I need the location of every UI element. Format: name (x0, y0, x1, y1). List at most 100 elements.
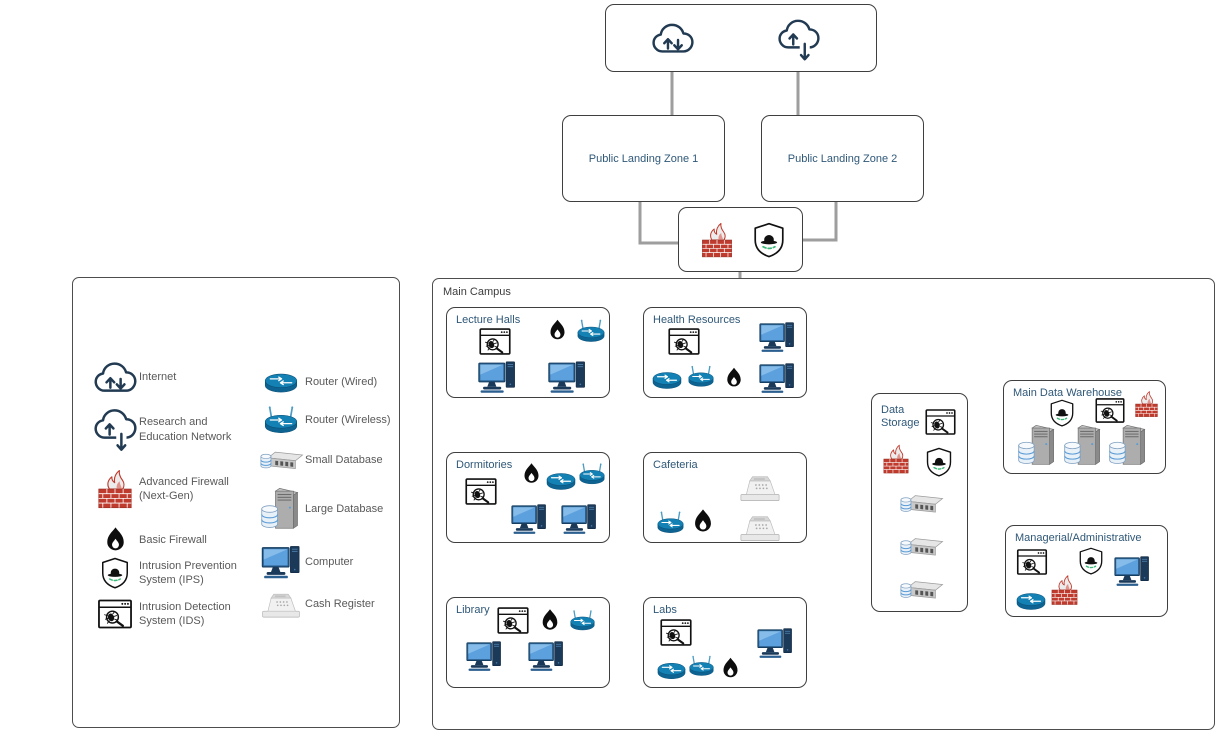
ips-shield-icon (91, 555, 139, 591)
legend-item-cash-register: Cash Register (257, 589, 375, 619)
router-wireless-icon[interactable] (687, 362, 715, 391)
ids-window-icon[interactable] (666, 327, 702, 356)
advanced-firewall-icon (91, 462, 139, 516)
node-library[interactable]: Library (446, 597, 610, 688)
ips-shield-icon[interactable] (924, 446, 954, 478)
legend-item-small-database: Small Database (257, 448, 383, 472)
node-main-data-warehouse[interactable]: Main Data Warehouse (1003, 380, 1166, 474)
legend-item-research-network: Research and Education Network (91, 402, 259, 457)
computer-icon (257, 544, 305, 580)
computer-icon[interactable] (560, 503, 598, 535)
node-title: Cafeteria (653, 459, 698, 471)
advanced-firewall-icon[interactable] (1133, 384, 1160, 424)
legend-panel[interactable]: Internet Research and Education Network … (72, 277, 400, 728)
node-external-networks[interactable] (605, 4, 877, 72)
ids-window-icon[interactable] (495, 606, 531, 635)
small-database-icon (257, 448, 305, 472)
legend-item-ids: Intrusion Detection System (IDS) (91, 598, 259, 630)
node-title: Lecture Halls (456, 314, 521, 326)
computer-icon[interactable] (510, 503, 548, 535)
ids-window-icon[interactable] (1093, 397, 1127, 424)
ips-shield-icon[interactable] (751, 221, 787, 259)
node-data-storage[interactable]: Data Storage (871, 393, 968, 612)
node-managerial-administrative[interactable]: Managerial/Administrative (1005, 525, 1168, 617)
research-education-cloud-icon[interactable] (776, 13, 822, 66)
small-database-icon[interactable] (898, 578, 944, 601)
node-public-landing-zone-2[interactable]: Public Landing Zone 2 (761, 115, 924, 202)
ids-window-icon[interactable] (463, 477, 499, 506)
node-public-landing-zone-1[interactable]: Public Landing Zone 1 (562, 115, 725, 202)
router-wireless-icon (257, 403, 305, 437)
node-title: Public Landing Zone 2 (787, 152, 898, 165)
ips-shield-icon[interactable] (1077, 546, 1105, 576)
router-wireless-icon[interactable] (688, 652, 715, 680)
legend-item-computer: Computer (257, 544, 353, 580)
computer-icon[interactable] (758, 362, 796, 394)
ids-window-icon[interactable] (477, 327, 513, 356)
node-title: Data Storage (881, 404, 920, 430)
computer-icon[interactable] (465, 640, 503, 672)
router-wireless-icon[interactable] (656, 508, 685, 537)
advanced-firewall-icon[interactable] (699, 216, 735, 264)
basic-firewall-icon[interactable] (538, 606, 562, 635)
node-title: Labs (653, 604, 677, 616)
legend-item-router-wired: Router (Wired) (257, 370, 377, 395)
legend-item-internet: Internet (91, 357, 176, 398)
ids-window-icon[interactable] (658, 618, 694, 647)
cash-register-icon[interactable] (738, 472, 782, 502)
router-wired-icon[interactable] (656, 660, 687, 681)
router-wireless-icon[interactable] (576, 317, 606, 345)
cash-register-icon[interactable] (738, 512, 782, 542)
computer-icon[interactable] (547, 360, 587, 394)
large-database-icon[interactable] (1062, 422, 1105, 469)
advanced-firewall-icon[interactable] (881, 438, 911, 480)
computer-icon[interactable] (477, 360, 517, 394)
main-campus-title: Main Campus (443, 286, 511, 298)
legend-item-large-database: Large Database (257, 485, 383, 533)
internet-cloud-icon (91, 357, 139, 398)
basic-firewall-icon[interactable] (546, 316, 569, 345)
cash-register-icon (257, 589, 305, 619)
legend-item-basic-firewall: Basic Firewall (91, 523, 207, 557)
basic-firewall-icon[interactable] (690, 505, 716, 538)
internet-cloud-icon[interactable] (650, 18, 696, 59)
basic-firewall-icon[interactable] (723, 364, 745, 392)
computer-icon[interactable] (1113, 555, 1151, 587)
ids-window-icon[interactable] (923, 408, 958, 436)
ids-window-icon[interactable] (1014, 548, 1050, 576)
computer-icon[interactable] (756, 627, 794, 659)
node-health-resources[interactable]: Health Resources (643, 307, 807, 398)
node-lecture-halls[interactable]: Lecture Halls (446, 307, 610, 398)
small-database-icon[interactable] (898, 535, 944, 558)
node-perimeter-security[interactable] (678, 207, 803, 272)
basic-firewall-icon[interactable] (719, 654, 742, 683)
computer-icon[interactable] (758, 321, 796, 353)
router-wired-icon[interactable] (651, 369, 683, 391)
node-title: Main Data Warehouse (1013, 387, 1123, 399)
router-wired-icon[interactable] (1015, 590, 1047, 612)
legend-item-advanced-firewall: Advanced Firewall (Next-Gen) (91, 462, 259, 516)
router-wired-icon (257, 370, 305, 395)
node-labs[interactable]: Labs (643, 597, 807, 688)
router-wireless-icon[interactable] (578, 459, 606, 489)
router-wired-icon[interactable] (545, 470, 577, 492)
node-title: Health Resources (653, 314, 741, 326)
node-title: Library (456, 604, 490, 616)
node-dormitories[interactable]: Dormitories (446, 452, 610, 543)
advanced-firewall-icon[interactable] (1049, 568, 1080, 612)
node-title: Dormitories (456, 459, 513, 471)
node-cafeteria[interactable]: Cafeteria (643, 452, 807, 543)
large-database-icon (257, 485, 305, 533)
computer-icon[interactable] (527, 640, 565, 672)
large-database-icon[interactable] (1016, 422, 1059, 469)
router-wireless-icon[interactable] (569, 607, 596, 634)
legend-item-router-wireless: Router (Wireless) (257, 403, 391, 437)
small-database-icon[interactable] (898, 492, 944, 515)
basic-firewall-icon[interactable] (520, 459, 543, 489)
node-title: Managerial/Administrative (1015, 532, 1142, 544)
research-education-cloud-icon (91, 402, 139, 457)
legend-item-ips: Intrusion Prevention System (IPS) (91, 555, 259, 591)
ids-window-icon (91, 598, 139, 630)
large-database-icon[interactable] (1107, 422, 1150, 469)
